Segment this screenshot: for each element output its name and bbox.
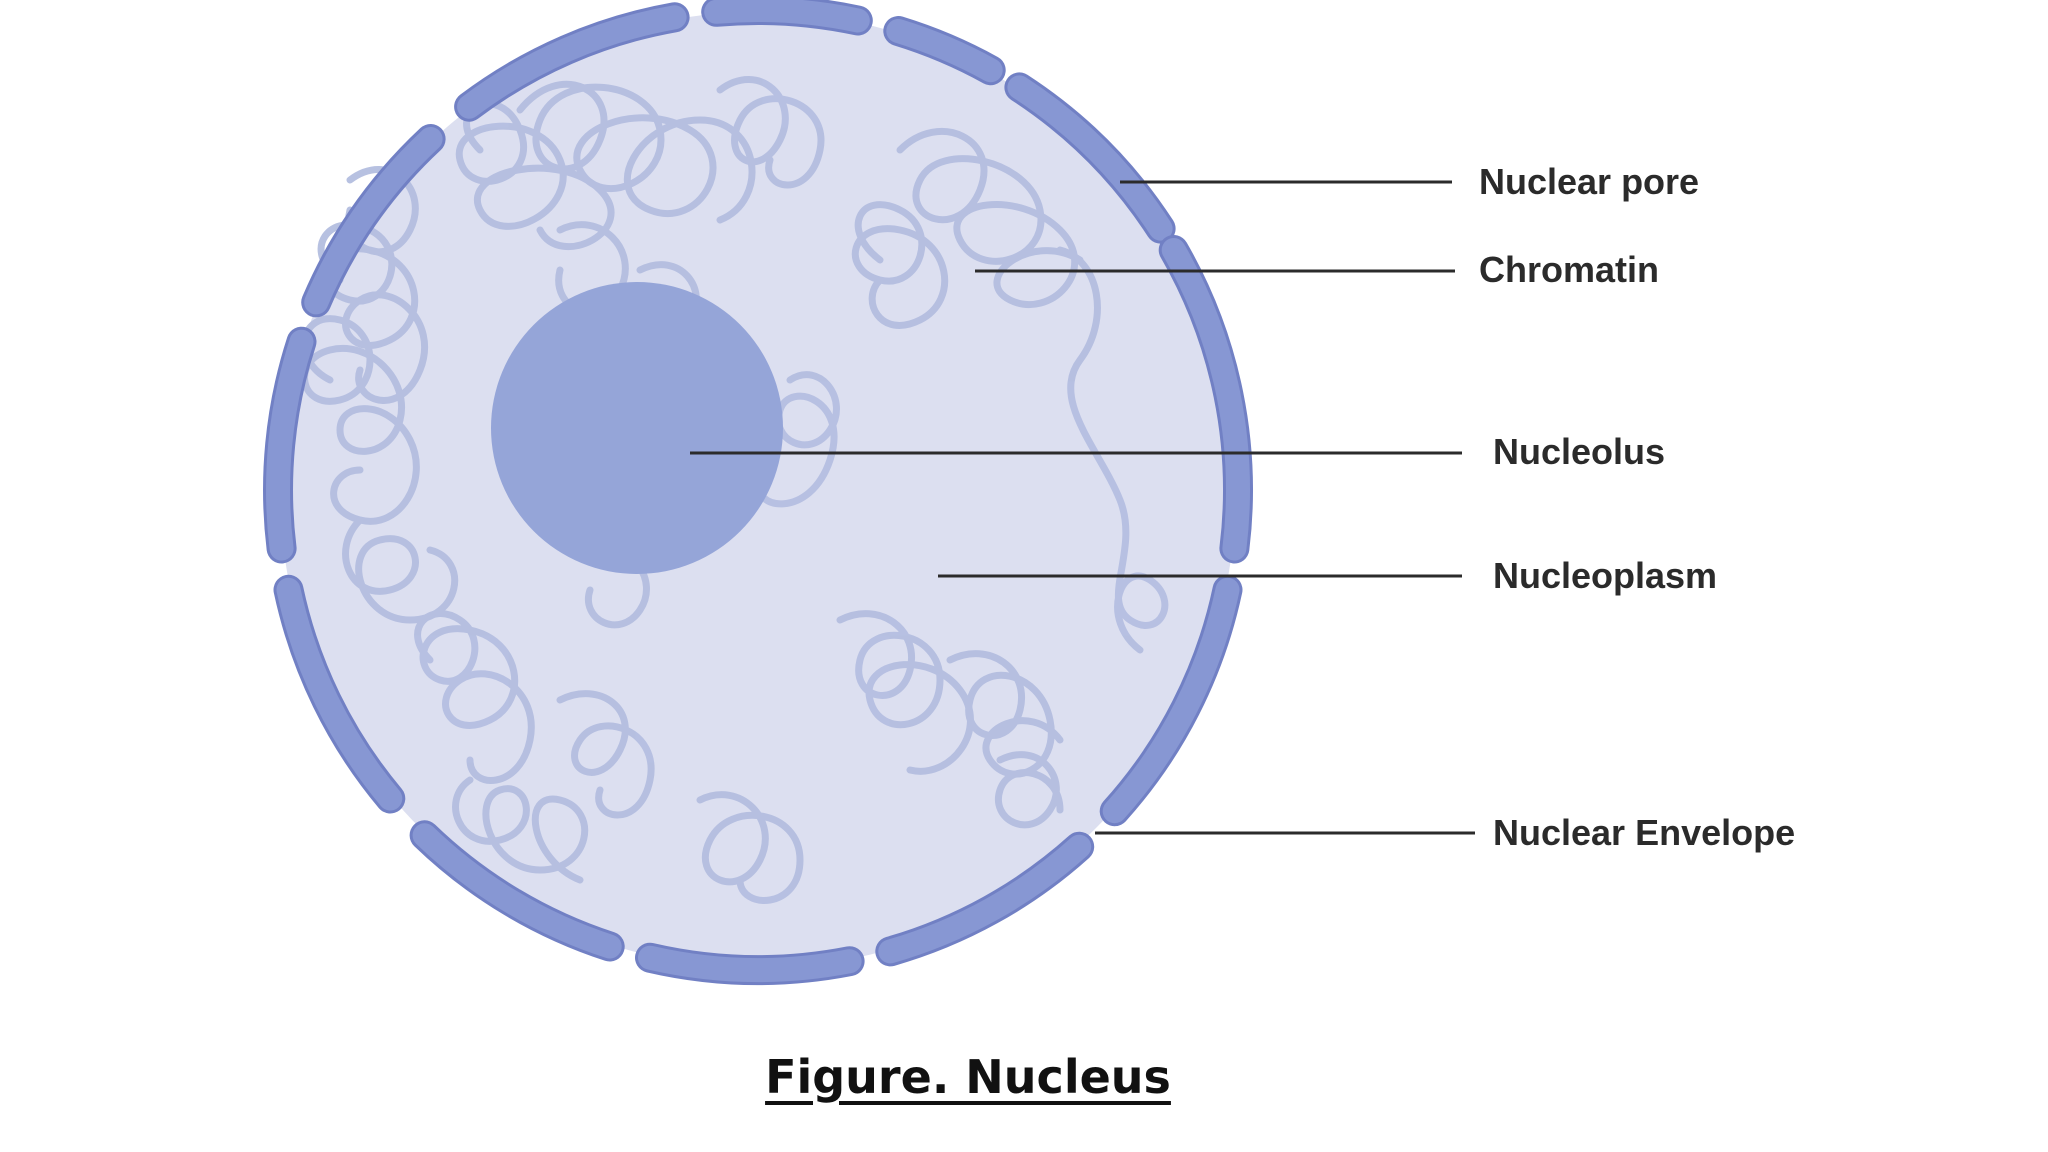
chromatin-fibers — [301, 76, 1169, 904]
envelope-segment — [886, 19, 1003, 83]
envelope-segment — [878, 834, 1092, 964]
nucleolus — [491, 282, 783, 574]
figure-caption: Figure. Nucleus — [765, 1050, 1171, 1104]
callout-leader-lines — [690, 180, 1475, 835]
envelope-segment — [1007, 75, 1173, 241]
label-nuclear-pore: Nuclear pore — [1479, 161, 1700, 202]
label-nuclear-envelope: Nuclear Envelope — [1493, 812, 1796, 853]
envelope-segment — [412, 823, 622, 959]
envelope-segment — [266, 329, 314, 561]
label-chromatin: Chromatin — [1479, 249, 1659, 290]
envelope-segment — [638, 945, 862, 982]
nuclear-envelope-segments — [263, 0, 1253, 985]
envelope-segment — [1102, 577, 1240, 824]
envelope-segment — [1161, 238, 1250, 561]
label-nucleolus: Nucleolus — [1493, 431, 1666, 472]
label-nucleoplasm: Nucleoplasm — [1493, 555, 1718, 596]
envelope-segment — [457, 5, 687, 119]
envelope-segment — [704, 0, 870, 33]
envelope-segment — [304, 127, 443, 315]
envelope-segment — [276, 577, 403, 811]
